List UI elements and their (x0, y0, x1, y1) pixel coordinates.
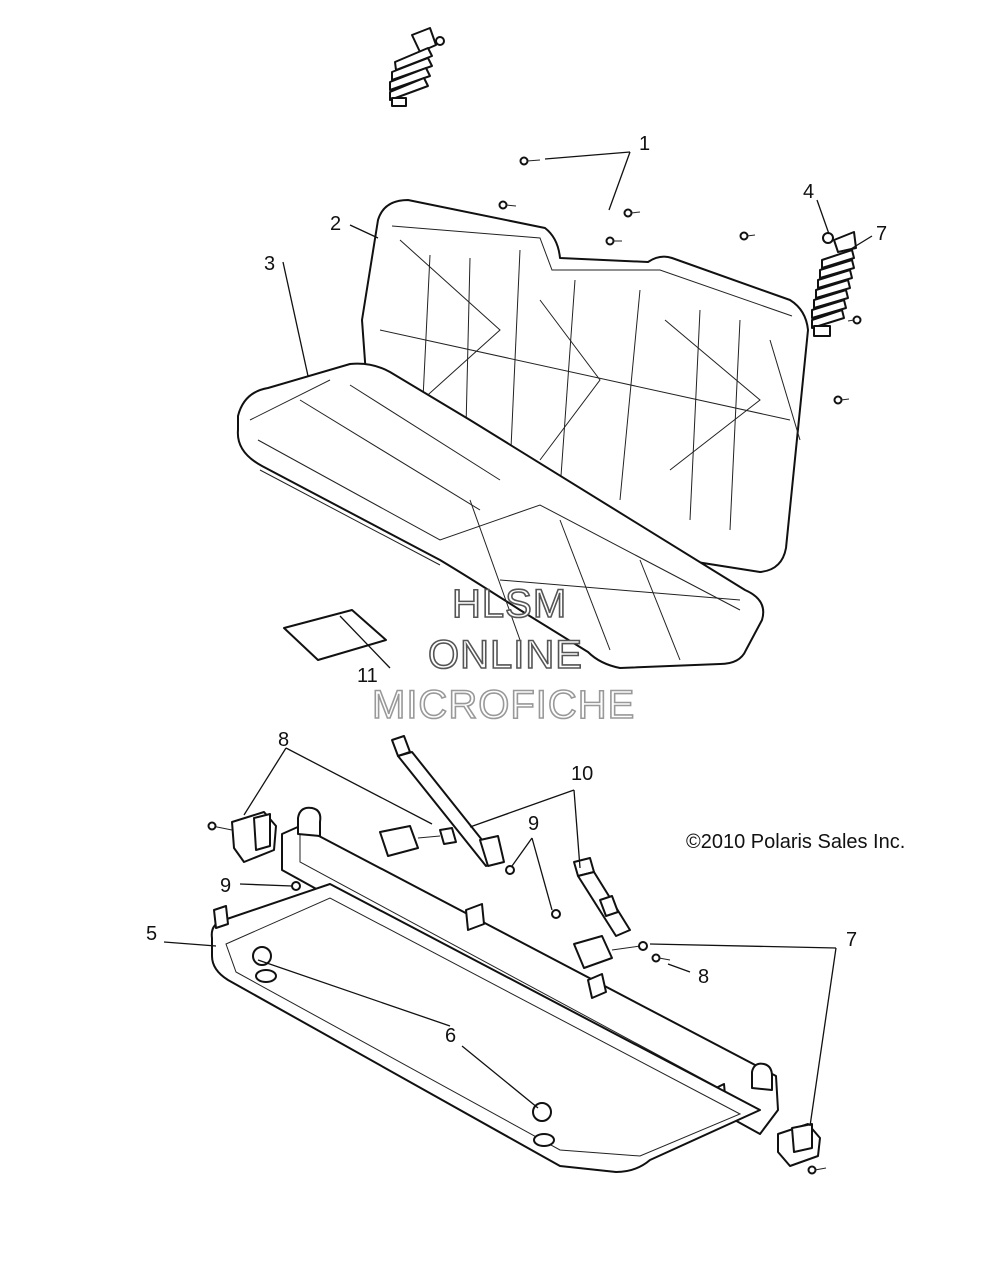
copyright-notice: ©2010 Polaris Sales Inc. (686, 831, 905, 853)
callout-5: 5 (146, 923, 157, 945)
callout-9-right: 9 (528, 813, 539, 835)
screw (498, 200, 517, 210)
buckle-left (379, 825, 457, 857)
seat-belt-upper (391, 735, 505, 867)
callout-7-lower: 7 (846, 929, 857, 951)
screw (833, 395, 850, 405)
callout-3: 3 (264, 253, 275, 275)
screw (739, 231, 756, 241)
callout-9-left: 9 (220, 875, 231, 897)
screw (605, 236, 622, 246)
screw (519, 156, 541, 166)
leader-lines (163, 151, 873, 1127)
retractor-lower (777, 1123, 827, 1175)
callout-7-upper: 7 (876, 223, 887, 245)
watermark-line-2: ONLINE (428, 633, 583, 677)
callout-4: 4 (803, 181, 814, 203)
spring-assembly-top (389, 27, 445, 107)
spring-assembly-right (811, 231, 857, 337)
watermark-line-1: HLSM (452, 582, 567, 626)
callout-1: 1 (639, 133, 650, 155)
seat-base (210, 883, 761, 1173)
nut-left (291, 881, 301, 891)
seat-bottom (236, 362, 765, 669)
retractor-left (207, 811, 277, 863)
seat-belt-right (573, 857, 631, 937)
callout-10: 10 (571, 763, 593, 785)
label-decal (283, 609, 387, 661)
watermark-line-3: MICROFICHE (372, 683, 635, 727)
buckle-right (573, 935, 648, 969)
screw (847, 315, 862, 325)
screw (623, 208, 641, 218)
grommet-upper (252, 946, 272, 966)
callout-11: 11 (357, 665, 378, 687)
nut-center (505, 865, 515, 875)
callout-2: 2 (330, 213, 341, 235)
watermark: HLSM ONLINE MICROFICHE (371, 581, 635, 728)
callout-8-lower: 8 (698, 966, 709, 988)
callouts: 1 2 3 4 7 11 8 10 9 9 5 6 7 8 (146, 133, 887, 1047)
callout-6: 6 (445, 1025, 456, 1047)
nut-right (551, 909, 561, 919)
callout-8-upper: 8 (278, 729, 289, 751)
bolt-right (651, 953, 671, 963)
